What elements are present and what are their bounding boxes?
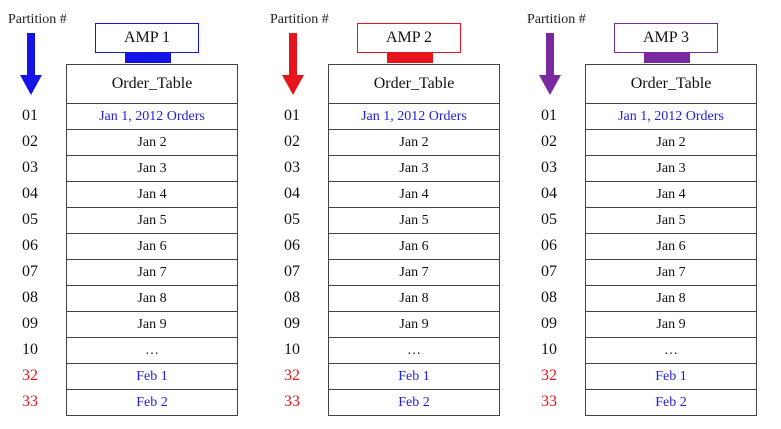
amp-label-box: AMP 3 — [614, 23, 718, 53]
table-row: Jan 1, 2012 Orders — [586, 104, 756, 130]
partition-number: 01 — [541, 107, 557, 124]
table-row: Jan 3 — [586, 156, 756, 182]
partition-number: 33 — [541, 393, 557, 410]
partition-label: Partition # — [527, 12, 586, 27]
table-row: Jan 9 — [67, 312, 237, 338]
partition-number: 03 — [284, 159, 300, 176]
table-row: Feb 2 — [398, 394, 430, 410]
partition-number: 09 — [541, 315, 557, 332]
partition-number: 33 — [284, 393, 300, 410]
partition-number: 02 — [541, 133, 557, 150]
partition-number: 04 — [22, 185, 38, 202]
partition-number: 10 — [22, 341, 38, 358]
table-row: Jan 6 — [586, 234, 756, 260]
table-row: Jan 5 — [67, 208, 237, 234]
partition-number: 08 — [22, 289, 38, 306]
partition-number-list: 01 02 03 04 05 06 07 08 09 10 32 33 — [272, 103, 312, 415]
table-row: Jan 8 — [329, 286, 499, 312]
amp-panel-1: Partition # AMP 1 01 02 03 04 05 06 07 08 09 10 32 33… — [0, 0, 250, 429]
table-row: Jan 7 — [329, 260, 499, 286]
partition-number-list: 01 02 03 04 05 06 07 08 09 10 32 33 — [10, 103, 50, 415]
table-row: Jan 2 — [67, 130, 237, 156]
partition-number: 02 — [284, 133, 300, 150]
partition-number: 09 — [22, 315, 38, 332]
table-row: Jan 4 — [586, 182, 756, 208]
table-row: Jan 5 — [586, 208, 756, 234]
partition-number-list: 01 02 03 04 05 06 07 08 09 10 32 33 — [529, 103, 569, 415]
partition-number: 05 — [541, 211, 557, 228]
partition-number: 02 — [22, 133, 38, 150]
amp-panel-3: Partition # AMP 3 01 02 03 04 05 06 07 08 09 10 32 33… — [519, 0, 769, 429]
table-row: Jan 3 — [329, 156, 499, 182]
table-row: Jan 1, 2012 Orders — [67, 104, 237, 130]
partition-number: 09 — [284, 315, 300, 332]
amp-connector — [644, 53, 690, 63]
table-row: Feb 1 — [586, 364, 756, 390]
down-arrow-icon — [282, 33, 304, 95]
amp-label-box: AMP 2 — [357, 23, 461, 53]
partition-number: 08 — [284, 289, 300, 306]
table-row: Jan 4 — [329, 182, 499, 208]
partition-number: 10 — [284, 341, 300, 358]
partition-label: Partition # — [8, 12, 67, 27]
table-row: Jan 2 — [329, 130, 499, 156]
table-row: Jan 4 — [67, 182, 237, 208]
table-row: Feb 2 — [655, 394, 687, 410]
table-row: Feb 1 — [67, 364, 237, 390]
amp-label-box: AMP 1 — [95, 23, 199, 53]
table-row: Jan 8 — [67, 286, 237, 312]
amp-connector — [387, 53, 433, 63]
down-arrow-icon — [539, 33, 561, 95]
partition-number: 04 — [541, 185, 557, 202]
table-header: Order_Table — [67, 65, 237, 104]
table-row: Jan 9 — [586, 312, 756, 338]
partition-number: 04 — [284, 185, 300, 202]
partition-number: 32 — [541, 367, 557, 384]
partition-number: 05 — [284, 211, 300, 228]
table-row: Jan 6 — [329, 234, 499, 260]
table-row: … — [586, 338, 756, 364]
table-row: Jan 6 — [67, 234, 237, 260]
amp-panel-2: Partition # AMP 2 01 02 03 04 05 06 07 08 09 10 32 33… — [262, 0, 512, 429]
table-row: Jan 5 — [329, 208, 499, 234]
partition-number: 03 — [541, 159, 557, 176]
table-row: Jan 3 — [67, 156, 237, 182]
partition-number: 05 — [22, 211, 38, 228]
table-row: Jan 8 — [586, 286, 756, 312]
partition-number: 06 — [284, 237, 300, 254]
partition-number: 32 — [22, 367, 38, 384]
partition-number: 03 — [22, 159, 38, 176]
partition-number: 10 — [541, 341, 557, 358]
partition-number: 06 — [541, 237, 557, 254]
table-row: Feb 1 — [329, 364, 499, 390]
table-row: Jan 2 — [586, 130, 756, 156]
partition-number: 07 — [284, 263, 300, 280]
amp-connector — [125, 53, 171, 63]
partition-number: 01 — [284, 107, 300, 124]
partition-number: 08 — [541, 289, 557, 306]
partition-label: Partition # — [270, 12, 329, 27]
table-row: Jan 1, 2012 Orders — [329, 104, 499, 130]
table-header: Order_Table — [586, 65, 756, 104]
partition-number: 01 — [22, 107, 38, 124]
table-row: Feb 2 — [136, 394, 168, 410]
table-row: Jan 7 — [67, 260, 237, 286]
partition-number: 07 — [541, 263, 557, 280]
table-row: Jan 7 — [586, 260, 756, 286]
partition-number: 32 — [284, 367, 300, 384]
table-row: Jan 9 — [329, 312, 499, 338]
table-header: Order_Table — [329, 65, 499, 104]
down-arrow-icon — [20, 33, 42, 95]
partition-number: 07 — [22, 263, 38, 280]
table-row: … — [329, 338, 499, 364]
table-row: … — [67, 338, 237, 364]
partition-number: 33 — [22, 393, 38, 410]
partition-number: 06 — [22, 237, 38, 254]
